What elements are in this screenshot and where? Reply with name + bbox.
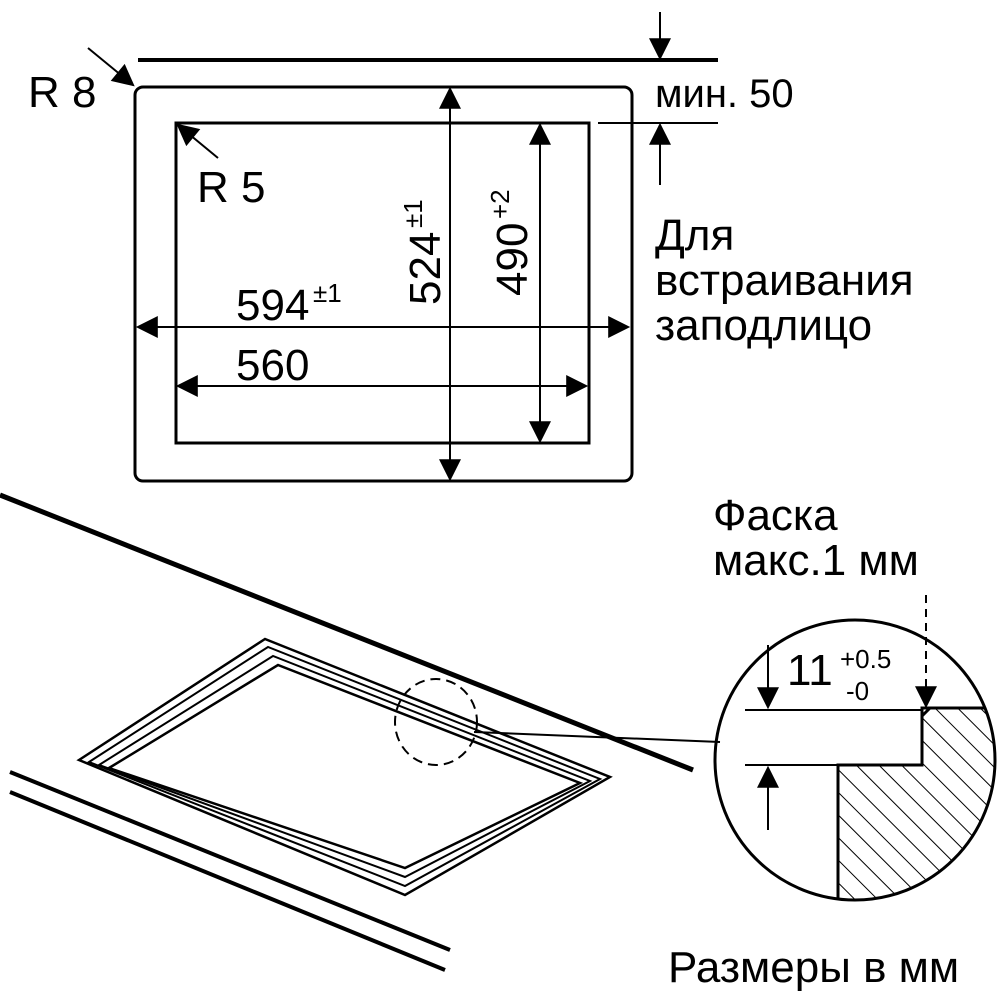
chamfer-label-line2: макс.1 мм	[713, 536, 919, 585]
dim-560-label: 560	[236, 341, 309, 390]
dim-490-tolerance: +2	[485, 189, 515, 219]
min50-label: мин. 50	[655, 72, 794, 116]
units-note: Размеры в мм	[668, 943, 959, 992]
dim-594-tolerance: ±1	[313, 278, 342, 308]
worktop-back-edge	[0, 492, 694, 773]
worktop-front-edge-bottom	[9, 790, 446, 972]
depth-tol-minus: -0	[846, 676, 869, 706]
outer-frame	[133, 85, 634, 483]
r8-leader-arrow	[87, 47, 135, 87]
recess-step1	[86, 645, 603, 888]
edge-detail: 11 +0.5 -0 Фаска макс.1 мм	[713, 491, 997, 902]
flush-label-line1: Для	[655, 211, 734, 260]
cutout-top-view: мин. 50 R 8 R 5 594 ±1 560 524 ±1 490 +2…	[28, 12, 914, 483]
worktop-perspective	[0, 492, 721, 972]
dim-524-tolerance: ±1	[398, 199, 428, 228]
hatched-worktop-section	[836, 706, 995, 900]
flush-label-line3: заподлицо	[655, 301, 872, 350]
r8-label: R 8	[28, 68, 96, 117]
flush-label-line2: встраивания	[655, 256, 914, 305]
dim-490-label: 490	[488, 223, 537, 296]
r5-leader-arrow	[176, 123, 219, 159]
dim-594-label: 594	[236, 281, 309, 330]
recess-outer	[76, 637, 613, 897]
depth-tol-plus: +0.5	[840, 644, 891, 674]
detail-leader	[473, 731, 721, 743]
depth-label: 11	[787, 646, 833, 695]
worktop-front-edge-top	[9, 770, 451, 952]
r5-label: R 5	[197, 163, 265, 212]
recess-inner	[106, 663, 584, 870]
chamfer-label-line1: Фаска	[713, 491, 838, 540]
chamfer-corner	[920, 706, 932, 718]
recess-step2	[96, 654, 593, 879]
detail-circle-outline	[713, 618, 997, 902]
inner-cutout	[174, 121, 591, 445]
detail-marker-circle	[394, 678, 478, 766]
dim-524-label: 524	[401, 232, 450, 305]
